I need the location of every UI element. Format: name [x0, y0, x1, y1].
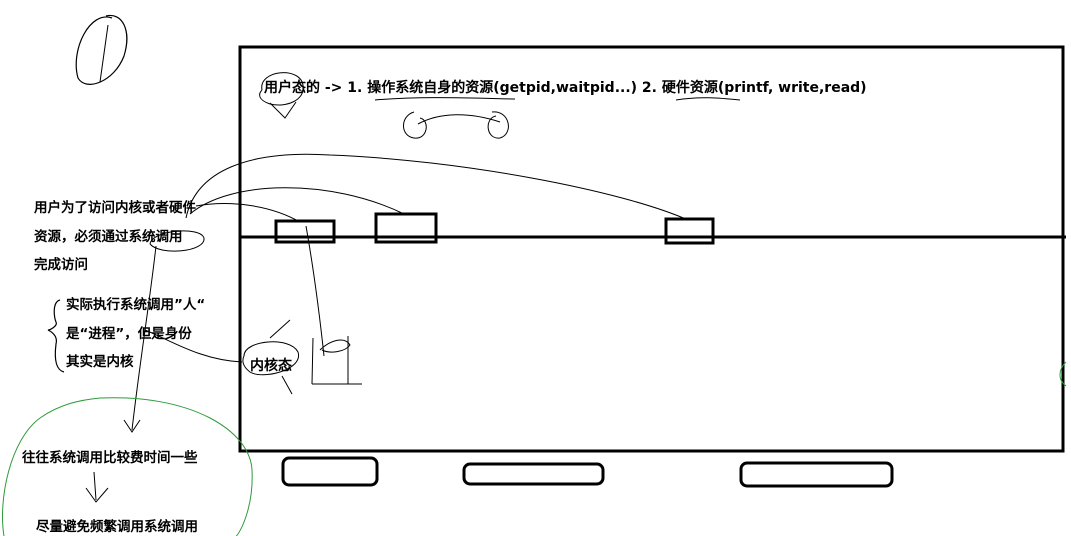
curly-bracket — [47, 299, 65, 373]
arrow-to-box-1 — [195, 203, 301, 223]
circled-zero-stroke — [99, 24, 109, 83]
arrow-box1-to-kernel — [305, 225, 325, 357]
bracket-note-line-1: 实际执行系统调用”人“ — [66, 297, 206, 313]
user-mode-circle — [259, 72, 304, 106]
scribble-loop-left — [403, 111, 427, 139]
advice-note: 尽量避免频繁调用系统调用 — [36, 519, 198, 535]
bracket-note-line-3: 其实是内核 — [66, 354, 134, 370]
arrow-to-kernel-mode — [144, 329, 243, 363]
hardware-box-1 — [281, 456, 379, 487]
bracket-note-line-2: 是“进程”，但是身份 — [66, 326, 192, 342]
syscall-phrase-circle — [149, 230, 205, 252]
arrow-to-box-2 — [189, 187, 405, 215]
syscall-box-3 — [664, 217, 715, 245]
syscall-box-1 — [274, 219, 336, 244]
left-note-line-1: 用户为了访问内核或者硬件 — [34, 200, 196, 216]
hw-resource-underline — [675, 97, 741, 101]
arrow-down-advice — [93, 471, 97, 501]
hardware-box-3 — [739, 461, 894, 488]
scribble-loop-right — [487, 111, 509, 139]
kernel-mode-circle — [242, 341, 299, 376]
user-mode-tick — [269, 101, 297, 119]
system-box — [238, 45, 1065, 453]
arrow-to-cost-note — [131, 245, 157, 431]
left-note-line-2: 资源，必须通过系统调用 — [34, 229, 183, 245]
arrow-to-box-3 — [185, 153, 689, 221]
green-mark-right — [1059, 361, 1067, 387]
kernel-mode-label: 内核态 — [250, 358, 292, 374]
kernel-mode-tick-bottom — [281, 375, 293, 395]
cost-note: 往往系统调用比较费时间一些 — [22, 450, 198, 466]
arrow-head-cost — [123, 419, 141, 433]
os-resource-underline — [374, 97, 516, 101]
scribble-arrow — [417, 114, 501, 125]
circled-zero-scribble — [75, 14, 128, 85]
kernel-sketch-scribble — [319, 339, 351, 353]
kernel-mode-tick-top — [269, 319, 291, 339]
green-highlight-circle — [2, 397, 253, 536]
hardware-box-2 — [462, 462, 605, 486]
header-text: 用户态的 -> 1. 操作系统自身的资源(getpid,waitpid...) … — [264, 80, 867, 96]
left-note-line-3: 完成访问 — [34, 257, 88, 273]
syscall-box-2 — [374, 212, 438, 244]
arrow-head-advice — [85, 487, 109, 503]
kernel-sketch-box — [311, 336, 362, 385]
